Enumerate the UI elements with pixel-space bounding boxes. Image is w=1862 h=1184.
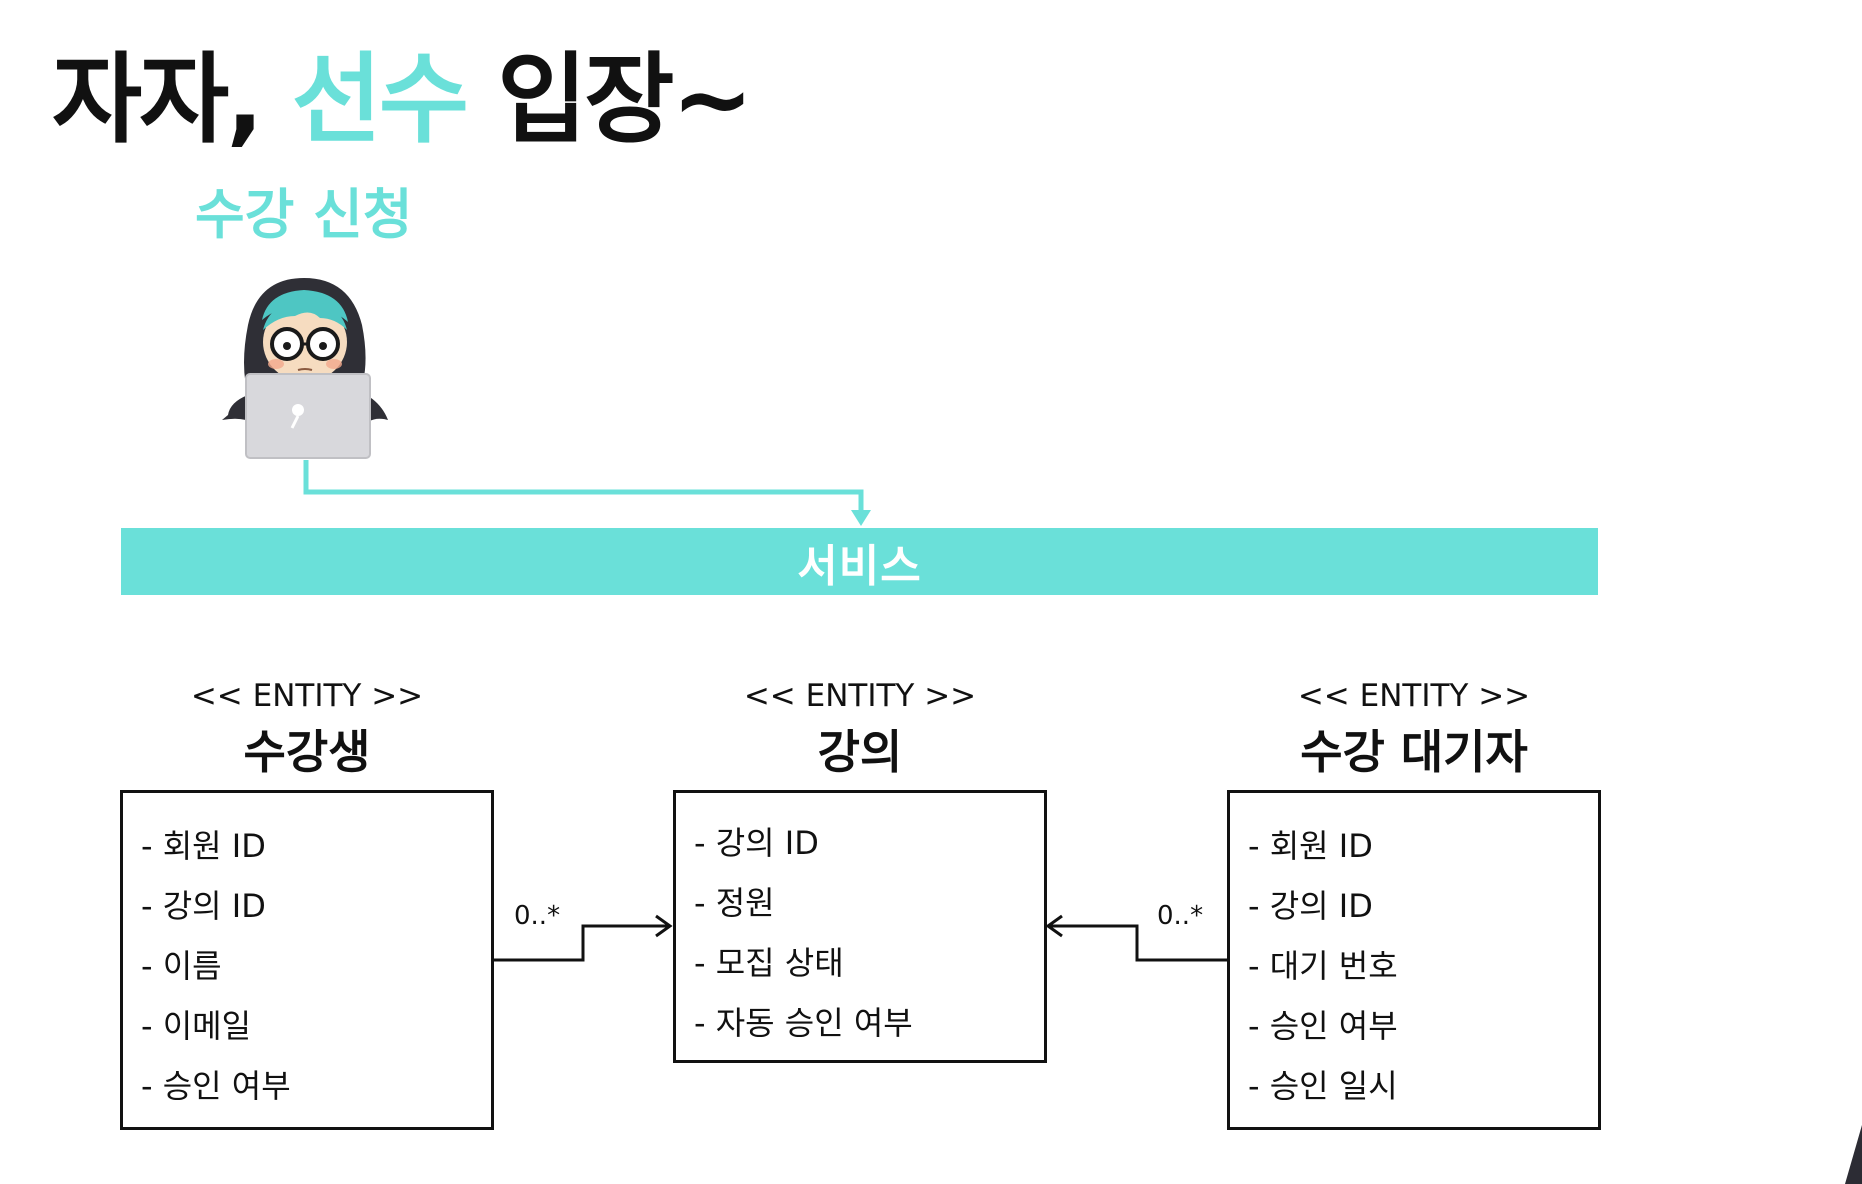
attribute-item: - 자동 승인 여부: [694, 1004, 913, 1042]
title-part-1: 자자,: [52, 43, 264, 157]
entity-stereotype-student: << ENTITY >>: [190, 678, 424, 714]
attribute-item: - 모집 상태: [694, 944, 844, 982]
subtitle: 수강 신청: [195, 183, 413, 246]
entity-name-waiter: 수강 대기자: [1300, 725, 1528, 779]
title-part-2: 입장~: [497, 43, 753, 157]
attribute-item: - 회원 ID: [141, 827, 266, 865]
entity-name-student: 수강생: [243, 725, 371, 779]
entity-stereotype-waiter: << ENTITY >>: [1297, 678, 1531, 714]
corner-decoration: [1845, 1125, 1862, 1184]
attribute-item: - 정원: [694, 884, 775, 922]
entity-box-lecture: - 강의 ID - 정원 - 모집 상태 - 자동 승인 여부: [673, 790, 1047, 1063]
multiplicity-waiter-lecture: 0..*: [1157, 901, 1204, 931]
waiter-to-lecture-arrowhead: [1045, 914, 1063, 938]
title-accent: 선수: [291, 43, 469, 157]
attribute-item: - 승인 일시: [1248, 1067, 1398, 1105]
entity-name-lecture: 강의: [817, 725, 903, 779]
entity-box-student: - 회원 ID - 강의 ID - 이름 - 이메일 - 승인 여부: [120, 790, 494, 1130]
service-bar: 서비스: [121, 528, 1598, 595]
entity-stereotype-lecture: << ENTITY >>: [743, 678, 977, 714]
service-label: 서비스: [797, 540, 922, 592]
multiplicity-student-lecture: 0..*: [514, 901, 561, 931]
attribute-item: - 강의 ID: [1248, 887, 1373, 925]
developer-avatar-icon: [220, 270, 400, 470]
attribute-item: - 대기 번호: [1248, 947, 1398, 985]
student-to-lecture-arrowhead: [655, 914, 673, 938]
entity-box-waiter: - 회원 ID - 강의 ID - 대기 번호 - 승인 여부 - 승인 일시: [1227, 790, 1601, 1130]
user-to-service-arrowhead: [851, 510, 871, 526]
page-title: 자자, 선수 입장~: [52, 30, 754, 170]
attribute-item: - 회원 ID: [1248, 827, 1373, 865]
attribute-item: - 강의 ID: [694, 824, 819, 862]
attribute-item: - 승인 여부: [141, 1067, 291, 1105]
attribute-item: - 강의 ID: [141, 887, 266, 925]
attribute-item: - 승인 여부: [1248, 1007, 1398, 1045]
attribute-item: - 이메일: [141, 1007, 252, 1045]
attribute-item: - 이름: [141, 947, 222, 985]
